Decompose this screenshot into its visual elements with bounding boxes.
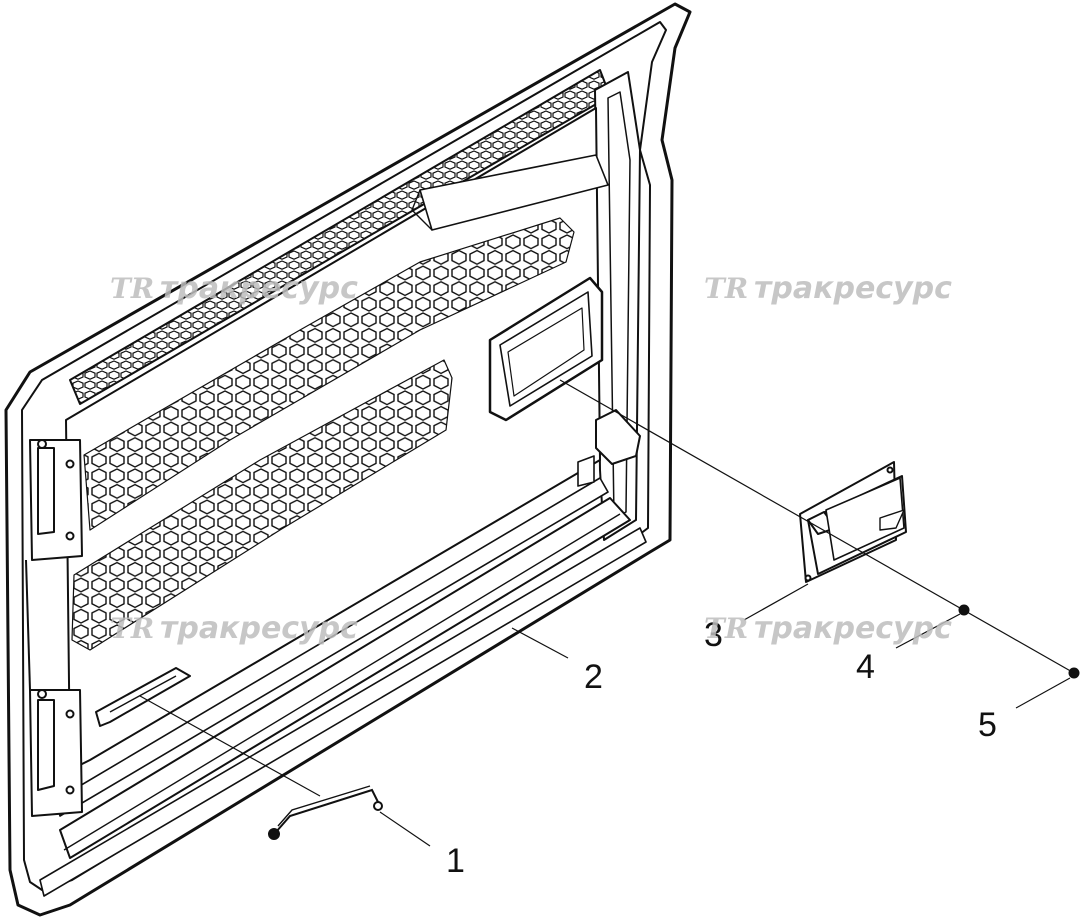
side-panel-part-2 xyxy=(4,2,692,917)
watermark-3: TR тракресурс xyxy=(110,611,358,646)
callout-2: 2 xyxy=(584,658,603,696)
upper-hex-mesh xyxy=(83,217,575,531)
callout-3: 3 xyxy=(704,616,723,654)
watermark-4: TR тракресурс xyxy=(704,611,952,646)
watermark-text: тракресурс xyxy=(160,611,358,646)
watermark-text: тракресурс xyxy=(754,611,952,646)
callout-4: 4 xyxy=(856,648,875,686)
lower-hinge xyxy=(29,689,83,817)
lower-hex-mesh xyxy=(71,359,453,651)
callout-1: 1 xyxy=(446,842,465,880)
leader-lines xyxy=(139,379,1075,847)
rod-part-1 xyxy=(268,785,383,840)
watermark-text: тракресурс xyxy=(754,271,952,306)
watermark-text: тракресурс xyxy=(160,271,358,306)
callout-5: 5 xyxy=(978,706,997,744)
latch-part-3 xyxy=(799,461,907,583)
watermark-logo: TR xyxy=(704,272,748,305)
watermark-1: TR тракресурс xyxy=(110,271,358,306)
watermark-2: TR тракресурс xyxy=(704,271,952,306)
watermark-logo: TR xyxy=(704,612,748,645)
watermark-logo: TR xyxy=(110,612,154,645)
upper-hinge xyxy=(29,439,83,561)
catch-bracket xyxy=(595,409,641,465)
watermark-logo: TR xyxy=(110,272,154,305)
